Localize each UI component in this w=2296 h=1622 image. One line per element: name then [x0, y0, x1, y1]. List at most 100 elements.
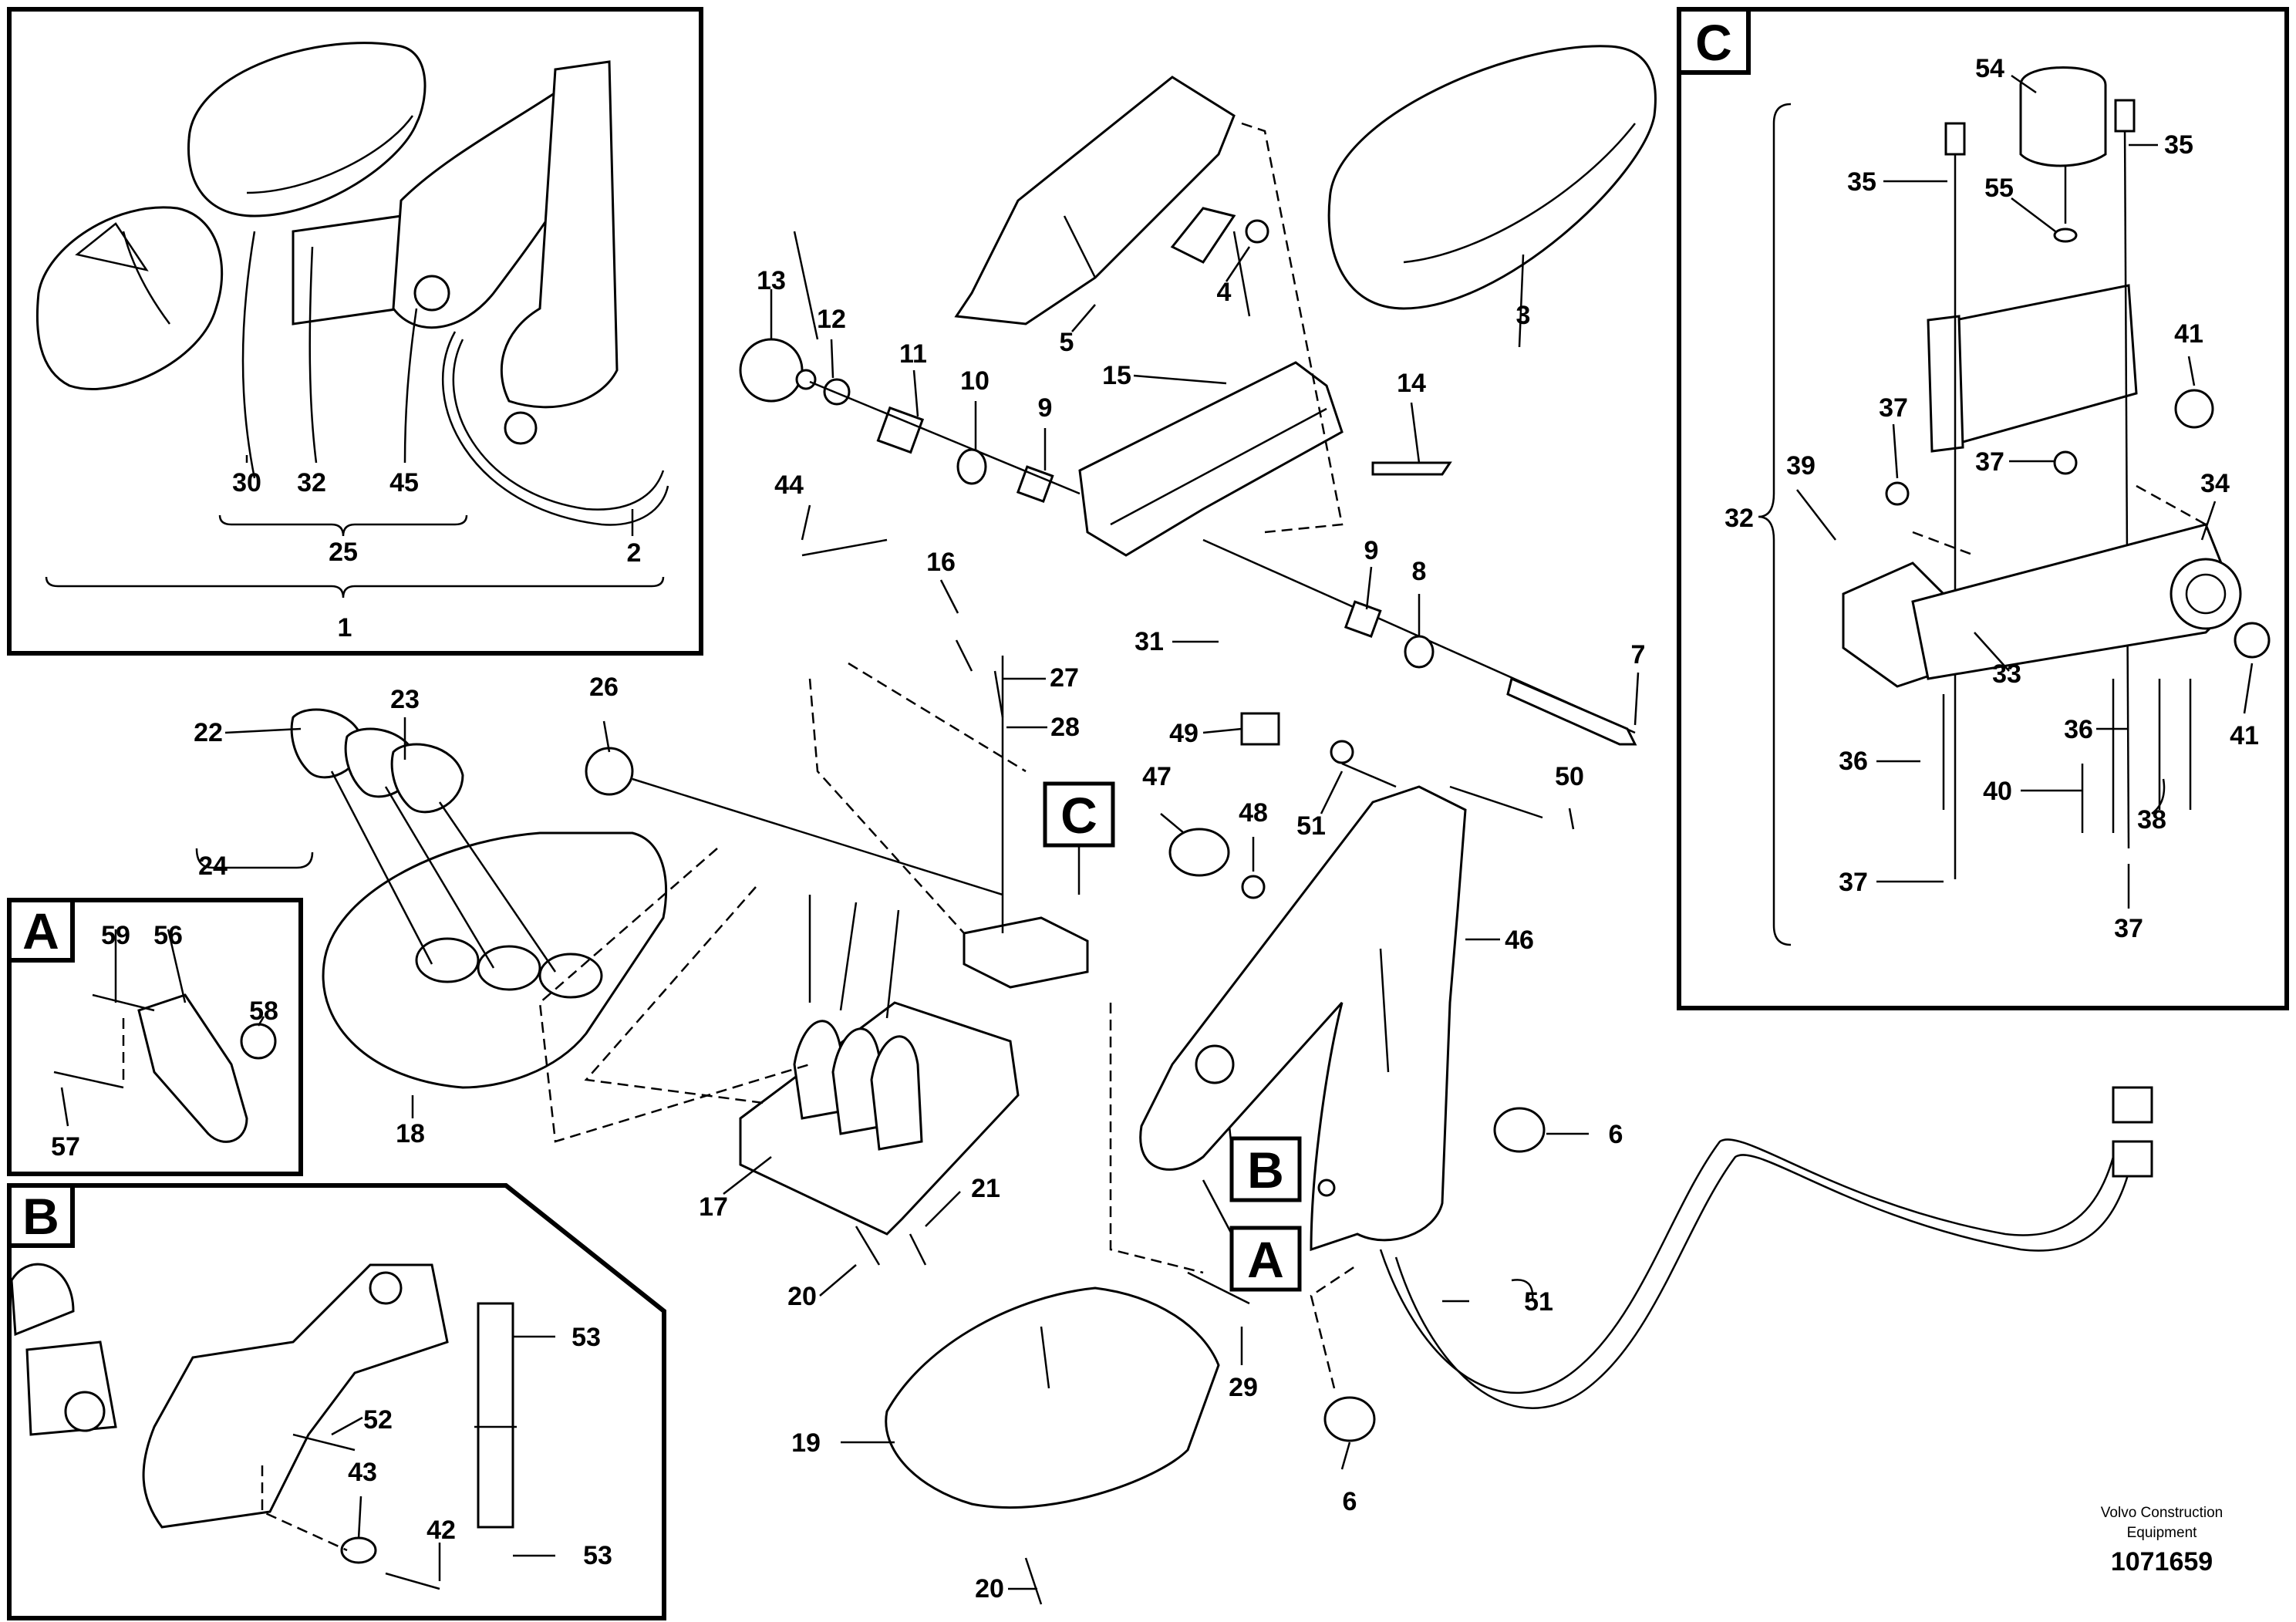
- label-16: 16: [926, 548, 956, 577]
- label-20-lower: 20: [975, 1574, 1004, 1603]
- label-44: 44: [774, 470, 804, 500]
- label-45: 45: [389, 468, 419, 497]
- label-30: 30: [232, 468, 261, 497]
- detail-b-drawing: [10, 1263, 517, 1590]
- joystick-valve-block: [739, 895, 1020, 1236]
- label-7: 7: [1631, 640, 1646, 669]
- main-c-letter: C: [1060, 787, 1097, 844]
- detail-c-drawing: [1758, 66, 2271, 946]
- label-14: 14: [1397, 369, 1426, 398]
- label-9-lower: 9: [1364, 536, 1379, 565]
- detail-a-callout-box: A: [7, 898, 75, 963]
- main-a-callout-box: A: [1202, 1179, 1302, 1292]
- small-fasteners: [585, 231, 1546, 1605]
- label-57: 57: [51, 1132, 80, 1162]
- label-11: 11: [899, 339, 927, 369]
- detail-c-letter: C: [1695, 14, 1732, 71]
- label-8: 8: [1412, 557, 1427, 586]
- main-c-callout-box: C: [1043, 781, 1115, 895]
- label-33: 33: [1992, 659, 2021, 689]
- label-22: 22: [194, 718, 223, 747]
- label-42: 42: [426, 1516, 456, 1545]
- label-3: 3: [1516, 301, 1531, 330]
- inset-overview-frame: [7, 7, 703, 656]
- part-number-labels: 1 2 25 30 32 45 3 4 5 13 12 11 10 9 15 1…: [51, 54, 2259, 1603]
- slide-rail: [1078, 361, 1452, 557]
- label-24: 24: [198, 851, 228, 881]
- label-27: 27: [1050, 663, 1079, 693]
- label-21: 21: [971, 1174, 1000, 1203]
- label-35-left: 35: [1847, 167, 1876, 197]
- label-55: 55: [1984, 174, 2014, 203]
- detail-b-letter: B: [22, 1188, 59, 1245]
- detail-a-frame: [7, 898, 303, 1176]
- label-32-overview: 32: [297, 468, 326, 497]
- label-5: 5: [1060, 328, 1074, 357]
- label-34: 34: [2200, 469, 2230, 498]
- joystick-console-cover: [290, 708, 668, 1089]
- armrest-pad: [1327, 45, 1657, 310]
- armrest-bracket: [1139, 785, 1467, 1252]
- label-29: 29: [1229, 1373, 1258, 1402]
- label-4: 4: [1217, 278, 1232, 307]
- label-56: 56: [153, 921, 183, 950]
- label-48: 48: [1239, 798, 1268, 828]
- label-40: 40: [1983, 777, 2012, 806]
- label-37-top-mid: 37: [1975, 447, 2004, 477]
- label-20-upper: 20: [787, 1282, 817, 1311]
- detail-b-callout-box: B: [7, 1183, 75, 1248]
- label-38: 38: [2137, 805, 2166, 835]
- title-block: Volvo Construction Equipment 1071659: [2101, 1505, 2223, 1576]
- detail-c-frame: [1677, 7, 2289, 1010]
- mounting-bracket: [954, 76, 1269, 325]
- label-26: 26: [589, 673, 619, 702]
- label-31: 31: [1135, 627, 1164, 656]
- leader-lines: [60, 74, 2254, 1590]
- label-23: 23: [390, 685, 420, 714]
- overview-assembly-drawing: [35, 42, 669, 599]
- label-47: 47: [1142, 762, 1172, 791]
- label-17: 17: [699, 1192, 728, 1222]
- label-51-lower: 51: [1524, 1287, 1553, 1317]
- label-6-right: 6: [1609, 1120, 1623, 1149]
- label-10: 10: [960, 366, 990, 396]
- label-12: 12: [817, 305, 846, 334]
- label-13: 13: [757, 266, 786, 295]
- publisher-line-2: Equipment: [2127, 1525, 2198, 1541]
- document-number: 1071659: [2111, 1547, 2213, 1576]
- label-51-upper: 51: [1296, 811, 1326, 841]
- label-39: 39: [1786, 451, 1816, 481]
- label-49: 49: [1169, 719, 1199, 748]
- label-37-bottom-right: 37: [2114, 914, 2143, 943]
- label-53-upper: 53: [571, 1323, 601, 1352]
- label-15: 15: [1102, 361, 1131, 390]
- adjuster-rod: [739, 338, 1081, 503]
- label-19: 19: [791, 1428, 821, 1458]
- label-37-top-left: 37: [1879, 393, 1908, 423]
- label-2: 2: [627, 538, 642, 568]
- label-9-upper: 9: [1038, 393, 1053, 423]
- label-43: 43: [348, 1458, 377, 1487]
- label-1: 1: [338, 613, 352, 642]
- switch-housing: [963, 656, 1089, 989]
- label-59: 59: [101, 921, 130, 950]
- label-6-lower: 6: [1343, 1487, 1357, 1516]
- detail-b-frame: [7, 1183, 666, 1620]
- label-37-bottom-left: 37: [1839, 868, 1868, 897]
- label-25: 25: [329, 538, 358, 567]
- label-54: 54: [1975, 54, 2004, 83]
- label-36-right: 36: [2064, 715, 2093, 744]
- detail-c-callout-box: C: [1677, 7, 1751, 75]
- label-50: 50: [1555, 762, 1584, 791]
- main-b-letter: B: [1247, 1141, 1284, 1199]
- label-18: 18: [396, 1119, 425, 1148]
- assembly-dashed-lines: [538, 122, 1358, 1389]
- label-41-upper: 41: [2174, 319, 2203, 349]
- cable-harness: [1379, 1086, 2153, 1409]
- label-41-lower: 41: [2230, 721, 2259, 750]
- label-35-right: 35: [2164, 130, 2193, 160]
- label-36-left: 36: [1839, 747, 1868, 776]
- label-28: 28: [1050, 713, 1080, 742]
- label-53-lower: 53: [583, 1541, 612, 1570]
